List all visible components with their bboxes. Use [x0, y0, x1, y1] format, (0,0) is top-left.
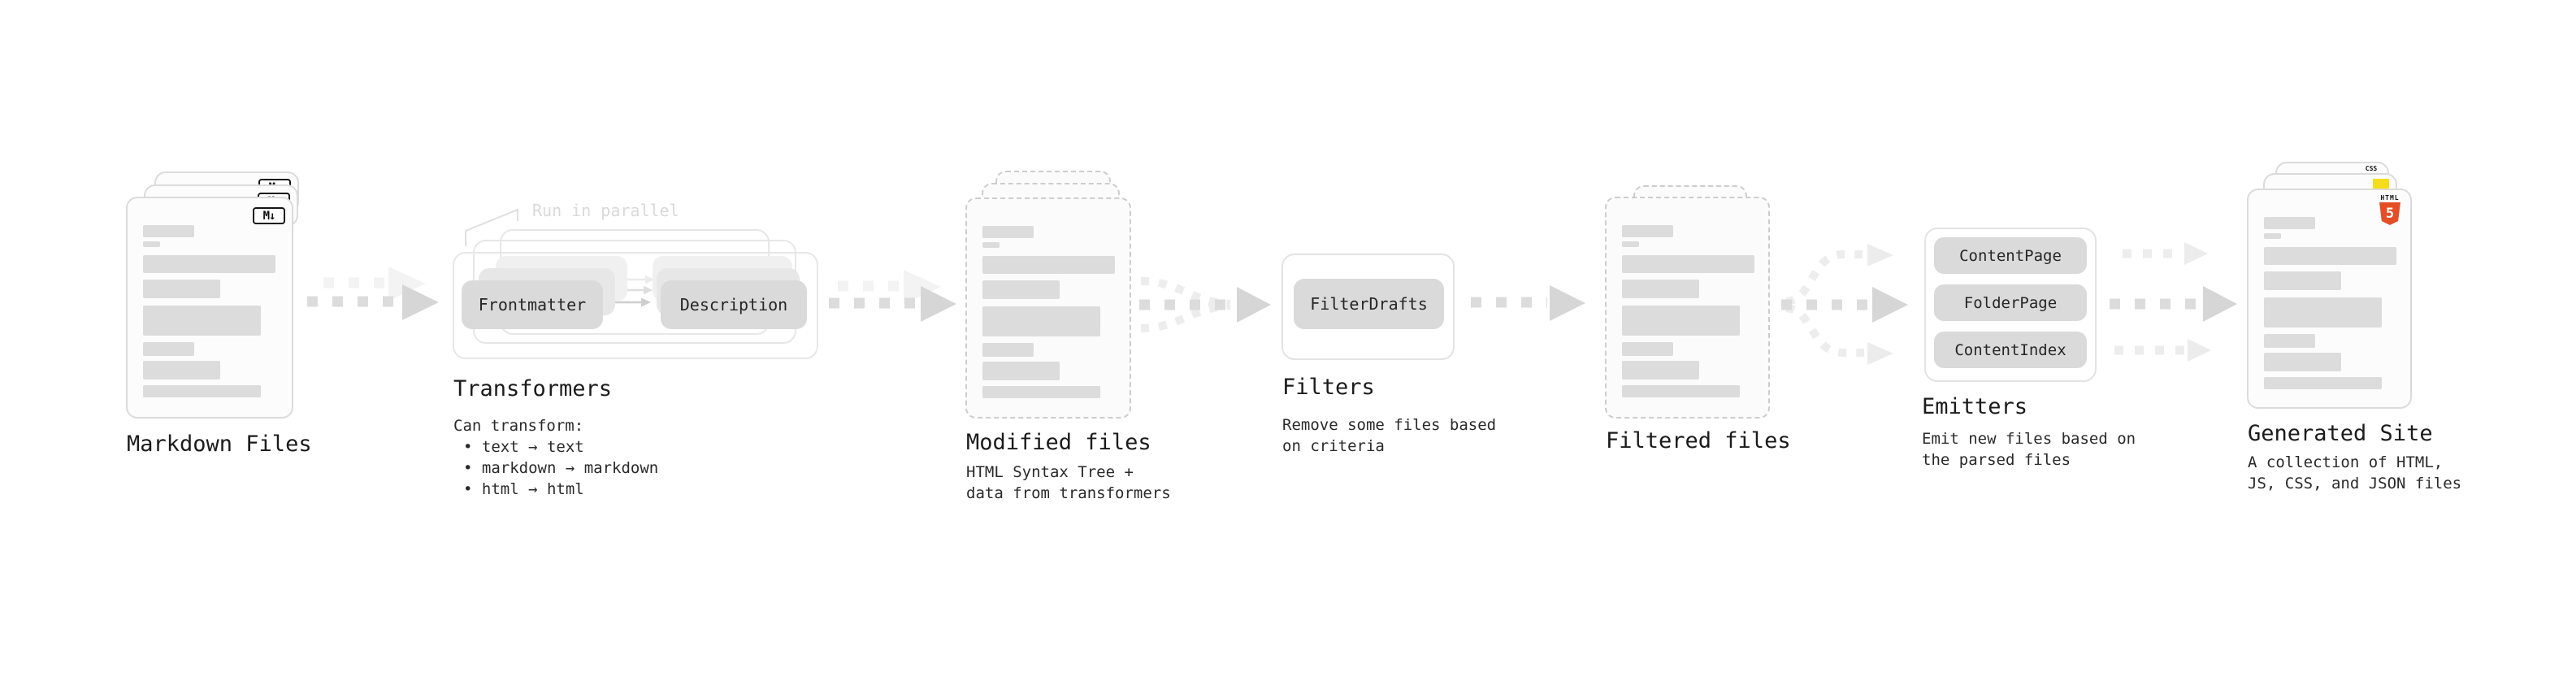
modified-files-title: Modified files [966, 430, 1151, 455]
skeleton-bar [982, 242, 1000, 248]
skeleton-bar [2264, 334, 2315, 348]
skeleton-bar [2264, 233, 2281, 239]
markdown-files-title: Markdown Files [127, 432, 312, 457]
filterdrafts-pill: FilterDrafts [1294, 279, 1444, 329]
html5-icon-word: HTML [2380, 194, 2400, 202]
skeleton-bar [2264, 377, 2382, 389]
skeleton-bar [143, 385, 261, 397]
site-file-card-html: HTML 5 [2247, 189, 2412, 409]
document-skeleton [1607, 198, 1768, 417]
css-icon-label: CSS [2365, 165, 2378, 172]
filters-desc: Remove some files based on criteria [1282, 416, 1497, 455]
bullet-item: • html → html [463, 480, 584, 498]
transformers-bullet-list: • text → text • markdown → markdown • ht… [463, 436, 658, 500]
skeleton-bar [1622, 342, 1673, 356]
skeleton-bar [1622, 280, 1699, 298]
skeleton-bar [982, 386, 1100, 398]
skeleton-bar [2264, 247, 2396, 265]
skeleton-bar [982, 280, 1060, 299]
skeleton-bar [143, 255, 275, 273]
skeleton-bar [1622, 361, 1699, 380]
frontmatter-pill: Frontmatter [462, 280, 603, 329]
description-pill: Description [661, 280, 807, 329]
generated-site-title: Generated Site [2248, 421, 2433, 446]
skeleton-bar [2264, 297, 2382, 327]
document-skeleton [967, 199, 1130, 417]
skeleton-bar [2264, 271, 2341, 290]
bullet-item: • markdown → markdown [463, 459, 659, 477]
transformers-desc-heading: Can transform: [453, 417, 584, 435]
skeleton-bar [982, 362, 1060, 380]
contentindex-pill: ContentIndex [1934, 332, 2087, 368]
folderpage-pill: FolderPage [1934, 284, 2087, 321]
skeleton-bar [1622, 241, 1639, 247]
html5-icon-number: 5 [2385, 206, 2395, 222]
skeleton-bar [982, 306, 1100, 336]
skeleton-bar [1622, 306, 1740, 336]
filtered-files-title: Filtered files [1606, 428, 1791, 453]
emitters-desc: Emit new files based on the parsed files [1922, 430, 2136, 469]
modified-file-card-front [965, 197, 1131, 419]
modified-files-desc: HTML Syntax Tree + data from transformer… [966, 463, 1171, 502]
skeleton-bar [1622, 385, 1740, 397]
skeleton-bar [143, 361, 220, 380]
html5-icon: HTML 5 [2378, 194, 2402, 225]
bullet-item: • text → text [463, 438, 584, 456]
markdown-icon: M↓ [253, 207, 285, 224]
skeleton-bar [2264, 353, 2341, 371]
markdown-file-card-front: M↓ [126, 197, 293, 419]
html5-icon-shield: 5 [2379, 202, 2400, 225]
contentpage-pill: ContentPage [1934, 237, 2087, 274]
skeleton-bar [2264, 217, 2315, 229]
skeleton-bar [1622, 255, 1754, 273]
skeleton-bar [143, 342, 194, 356]
document-skeleton [128, 198, 292, 417]
run-in-parallel-label: Run in parallel [532, 201, 679, 220]
filters-title: Filters [1282, 375, 1375, 400]
skeleton-bar [1622, 225, 1673, 237]
skeleton-bar [143, 306, 261, 336]
skeleton-bar [143, 225, 194, 237]
skeleton-bar [982, 343, 1034, 357]
document-skeleton [2249, 190, 2410, 407]
skeleton-bar [143, 241, 160, 247]
transformer-card-front [453, 252, 818, 359]
transformers-title: Transformers [453, 376, 613, 401]
skeleton-bar [982, 256, 1115, 274]
skeleton-bar [143, 280, 220, 298]
generated-site-desc: A collection of HTML, JS, CSS, and JSON … [2248, 453, 2462, 492]
filtered-file-card-front [1605, 197, 1770, 419]
emitters-title: Emitters [1922, 394, 2028, 419]
skeleton-bar [982, 226, 1034, 238]
